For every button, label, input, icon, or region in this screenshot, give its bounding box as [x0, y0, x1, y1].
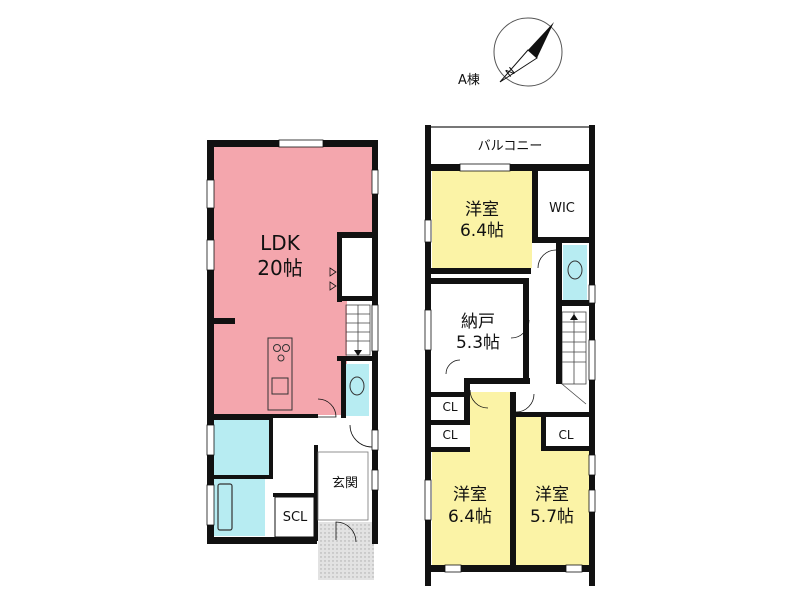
stove-icon-3 [277, 354, 285, 362]
compass-needle-tail [499, 49, 538, 83]
windows-2f [424, 163, 596, 573]
room-sw-name: 洋室 [453, 485, 487, 505]
room-sw-size: 6.4帖 [448, 507, 492, 527]
room-north-size: 6.4帖 [460, 221, 504, 241]
stove-icon [273, 344, 281, 352]
building-label: A棟 [458, 73, 480, 88]
stairs-1f [345, 304, 371, 356]
compass-circle [493, 17, 563, 87]
compass-needle-icon [528, 22, 554, 58]
toilet-1f-bowl [349, 376, 365, 396]
cl-label-1: CL [442, 400, 457, 414]
scl-box [274, 496, 315, 538]
balcony-label: バルコニー [478, 139, 543, 154]
storage-name: 納戸 [461, 312, 495, 332]
bathtub [217, 483, 233, 531]
toilet-2f-bowl [567, 260, 583, 280]
scl-label: SCL [283, 510, 308, 525]
door-marker-icon-2 [329, 281, 337, 291]
room-north [432, 171, 532, 268]
second-floor [424, 125, 596, 586]
entrance-step [317, 451, 369, 521]
stove-icon-2 [282, 344, 290, 352]
room-se-upper [515, 416, 541, 451]
compass: N [493, 17, 563, 87]
stairs-2f-arrow-icon [570, 314, 578, 320]
toilet-2f [563, 245, 587, 300]
door-marker-icon [329, 267, 337, 277]
room-se-name: 洋室 [535, 485, 569, 505]
wic-label: WIC [549, 201, 575, 216]
room-sw-upper [470, 392, 512, 447]
sink-icon [271, 377, 289, 395]
ldk-room [213, 147, 337, 415]
kitchen-counter [267, 337, 293, 411]
bathroom [213, 478, 265, 536]
cl-label-3: CL [558, 428, 573, 442]
room-se-size: 5.7帖 [530, 507, 574, 527]
windows-1f [206, 139, 379, 526]
first-floor [206, 139, 379, 580]
entrance-label: 玄関 [332, 476, 358, 491]
ldk-size: 20帖 [257, 256, 302, 280]
storage-size: 5.3帖 [456, 333, 500, 353]
ldk-name: LDK [260, 231, 301, 255]
balcony-area [431, 127, 589, 164]
room-sw [432, 447, 512, 565]
stairs-2f [561, 311, 587, 405]
toilet-1f [345, 364, 369, 416]
ldk-room-east [337, 147, 372, 238]
doors-2f [445, 249, 557, 413]
room-north-name: 洋室 [465, 200, 499, 220]
room-se [515, 447, 589, 565]
stairs-arrow-icon [354, 350, 362, 356]
washroom [213, 420, 269, 475]
doors-1f [245, 398, 373, 543]
cl-label-2: CL [442, 428, 457, 442]
porch [318, 522, 374, 580]
